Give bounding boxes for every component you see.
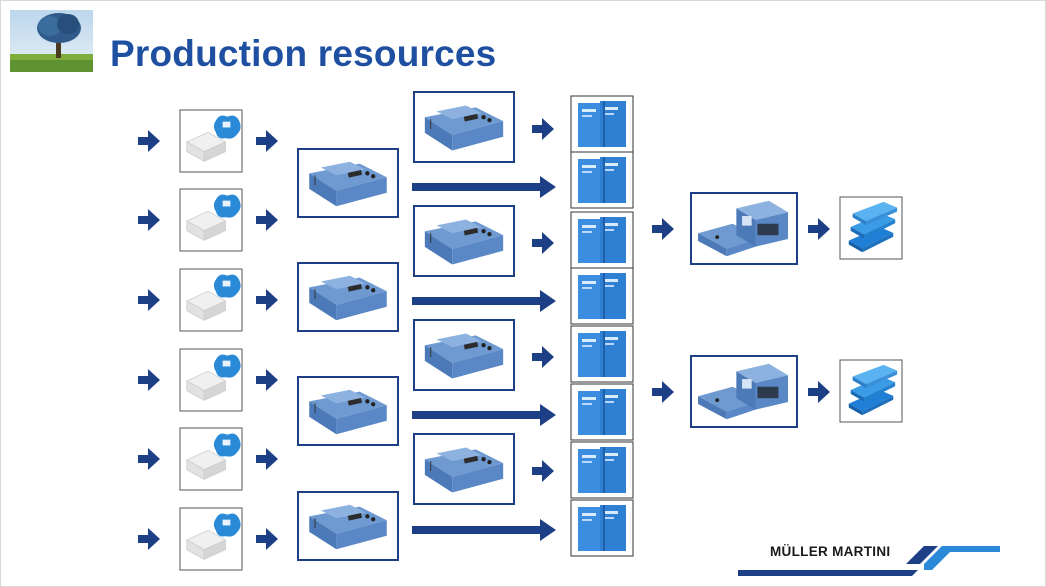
binder-arrow-out bbox=[808, 381, 830, 403]
machine-arrow bbox=[532, 118, 554, 140]
page-title: Production resources bbox=[110, 33, 497, 74]
book-block-icon bbox=[572, 501, 632, 555]
machine-arrow bbox=[532, 460, 554, 482]
long-arrow bbox=[412, 519, 556, 541]
machine-arrow bbox=[532, 346, 554, 368]
gathering-machine-icon bbox=[417, 437, 511, 501]
input-arrow-in bbox=[138, 528, 160, 550]
print-sheet-icon bbox=[181, 429, 241, 489]
print-sheet-icon bbox=[181, 111, 241, 171]
gathering-machine-icon bbox=[417, 209, 511, 273]
input-arrow-out bbox=[256, 289, 278, 311]
binding-machine-icon bbox=[694, 358, 794, 425]
input-arrow-out bbox=[256, 448, 278, 470]
gathering-machine-icon bbox=[301, 380, 395, 442]
binder-arrow-in bbox=[652, 218, 674, 240]
book-block-icon bbox=[572, 97, 632, 151]
book-block-icon bbox=[572, 153, 632, 207]
gathering-machine-icon bbox=[301, 152, 395, 214]
gathering-machine-icon bbox=[301, 266, 395, 328]
input-arrow-out bbox=[256, 528, 278, 550]
machine-arrow bbox=[532, 232, 554, 254]
long-arrow bbox=[412, 404, 556, 426]
print-sheet-icon bbox=[181, 350, 241, 410]
input-arrow-in bbox=[138, 448, 160, 470]
input-arrow-out bbox=[256, 369, 278, 391]
book-block-icon bbox=[572, 213, 632, 267]
input-arrow-in bbox=[138, 289, 160, 311]
gathering-machine-icon bbox=[301, 495, 395, 557]
long-arrow bbox=[412, 290, 556, 312]
input-arrow-out bbox=[256, 130, 278, 152]
book-block-icon bbox=[572, 327, 632, 381]
binder-arrow-in bbox=[652, 381, 674, 403]
binder-arrow-out bbox=[808, 218, 830, 240]
gathering-machine-icon bbox=[417, 323, 511, 387]
binding-machine-icon bbox=[694, 195, 794, 262]
book-block-icon bbox=[572, 269, 632, 323]
header-tree-image bbox=[10, 10, 93, 72]
input-arrow-in bbox=[138, 130, 160, 152]
print-sheet-icon bbox=[181, 270, 241, 330]
input-arrow-out bbox=[256, 209, 278, 231]
finished-book-icon bbox=[841, 198, 901, 258]
book-block-icon bbox=[572, 385, 632, 439]
book-block-icon bbox=[572, 443, 632, 497]
gathering-machine-icon bbox=[417, 95, 511, 159]
print-sheet-icon bbox=[181, 190, 241, 250]
print-sheet-icon bbox=[181, 509, 241, 569]
input-arrow-in bbox=[138, 209, 160, 231]
muller-martini-logo: MÜLLER MARTINI bbox=[738, 540, 1003, 580]
input-arrow-in bbox=[138, 369, 160, 391]
finished-book-icon bbox=[841, 361, 901, 421]
long-arrow bbox=[412, 176, 556, 198]
logo-text: MÜLLER MARTINI bbox=[770, 544, 891, 559]
